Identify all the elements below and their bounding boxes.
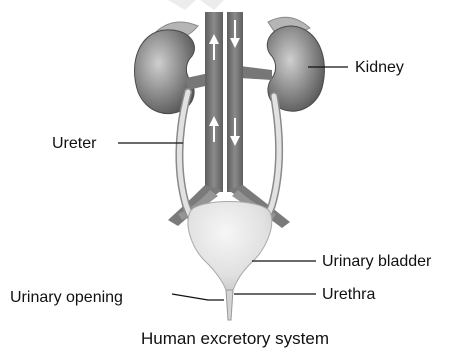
urethra-label: Urethra [322,287,375,303]
urinary-opening-label: Urinary opening [10,290,123,306]
urethra [226,290,233,320]
right-renal-vessel [240,66,272,80]
urinary-bladder-label: Urinary bladder [322,254,431,270]
ureter-label: Ureter [52,136,96,152]
top-artifact [200,0,224,10]
urinary-opening-leader-line [172,294,224,300]
kidney-label: Kidney [355,60,404,76]
urinary-bladder [188,202,272,291]
top-artifact [168,0,196,10]
diagram-caption: Human excretory system [0,329,470,349]
